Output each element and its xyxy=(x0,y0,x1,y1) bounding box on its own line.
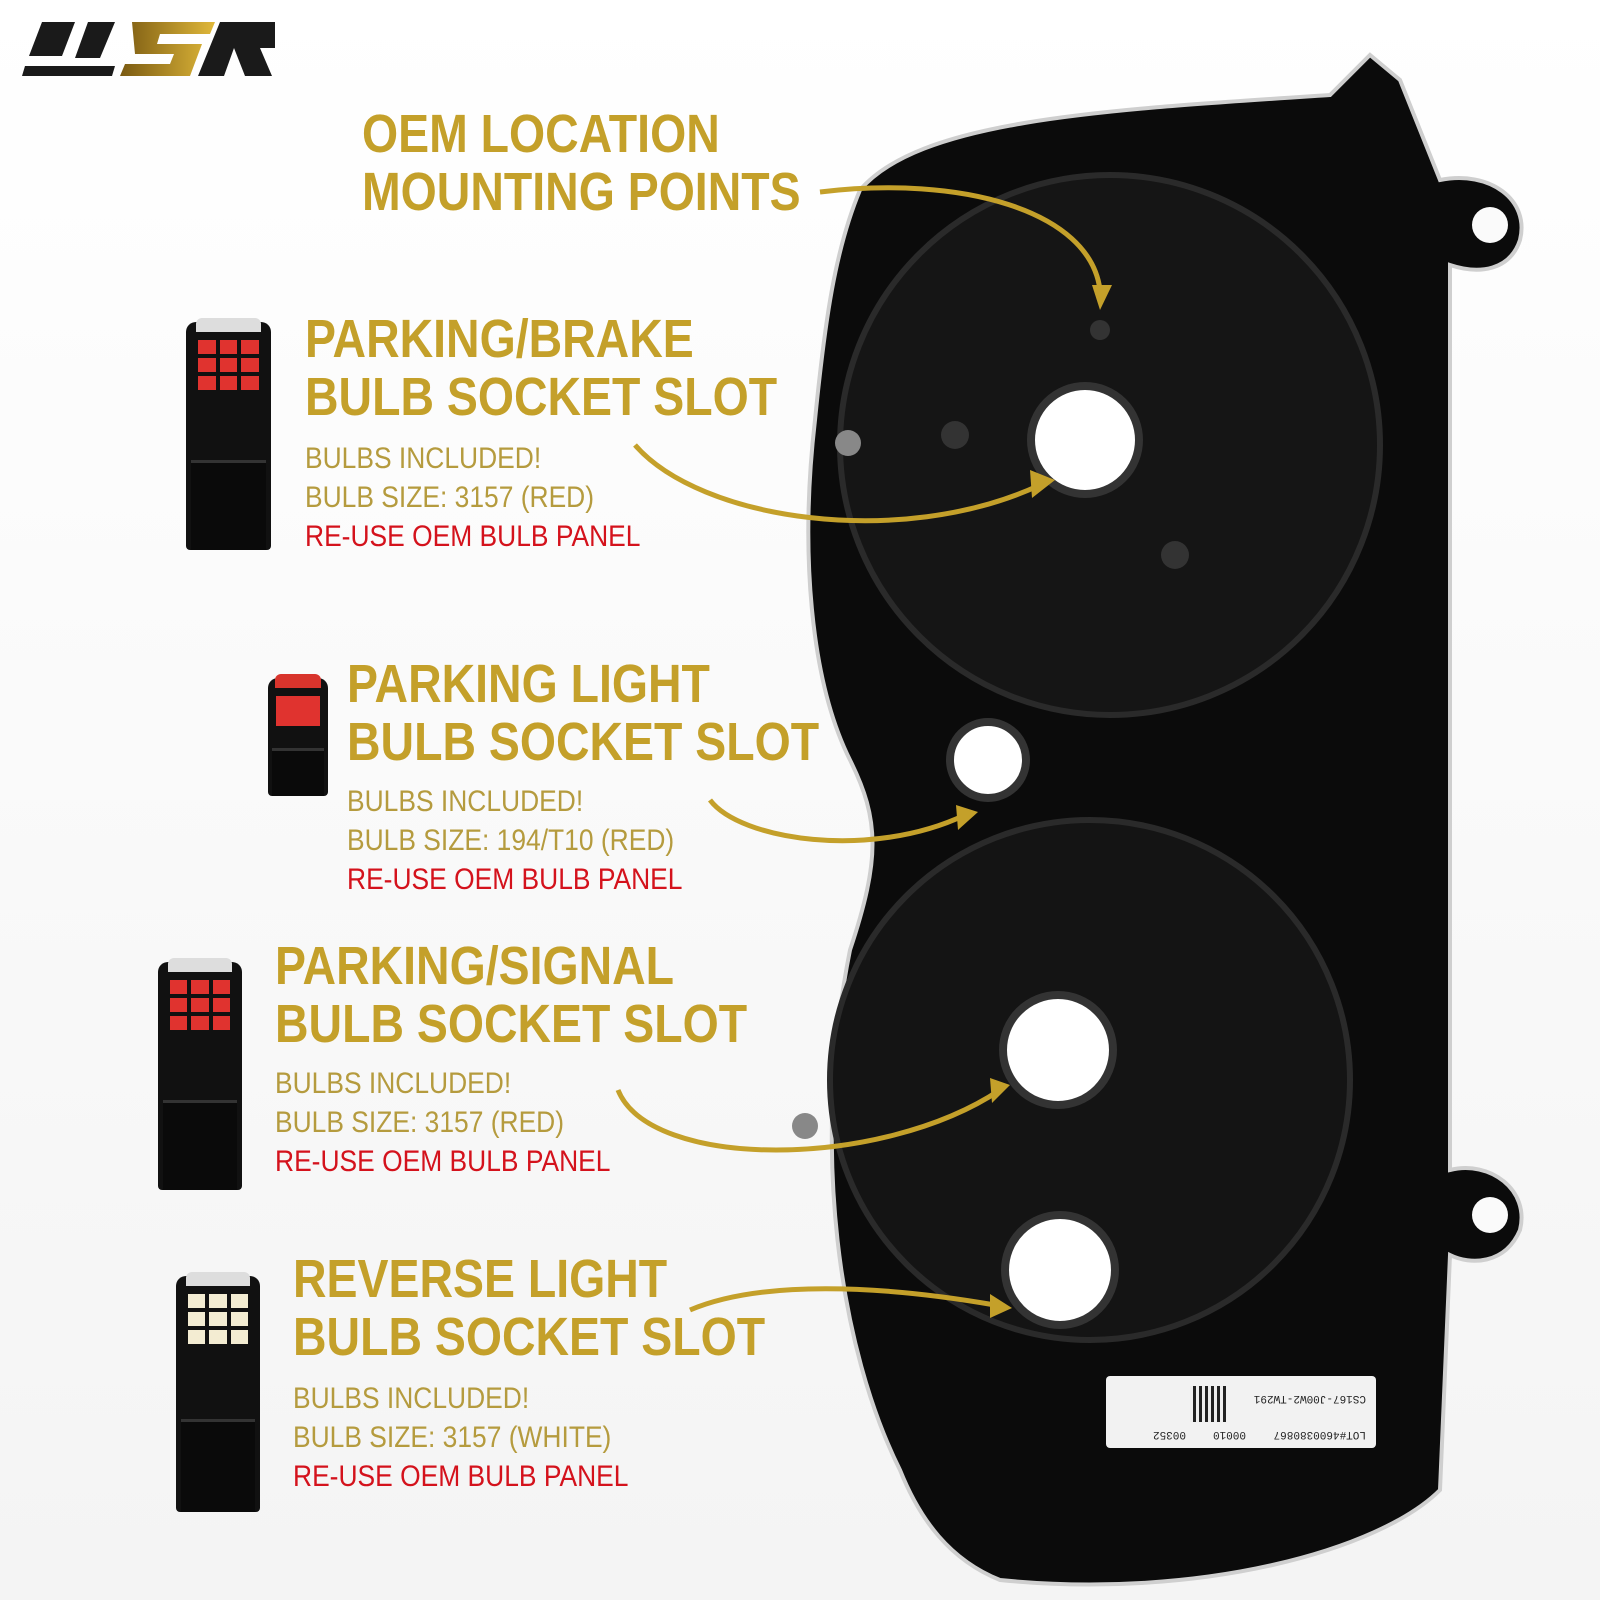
label-code: 00010 xyxy=(1212,1428,1246,1440)
parking-brake-details: BULBS INCLUDED!BULB SIZE: 3157 (RED)RE-U… xyxy=(305,442,641,553)
part-label-sticker: LOT#4600380867 00010 00352 CS167-J00W2-T… xyxy=(1106,1376,1376,1448)
bulb-3157-red-icon xyxy=(186,318,271,550)
bulb-3157-red-icon xyxy=(158,958,242,1190)
lot-number: LOT#4600380867 xyxy=(1273,1428,1366,1440)
label-code: 00352 xyxy=(1152,1428,1186,1440)
reverse-socket xyxy=(1001,1211,1119,1329)
bulb-3157-white-icon xyxy=(176,1272,260,1512)
parking-light-details: BULBS INCLUDED!BULB SIZE: 194/T10 (RED)R… xyxy=(347,785,683,896)
reverse-light-details: BULBS INCLUDED!BULB SIZE: 3157 (WHITE)RE… xyxy=(293,1382,629,1493)
callout-arrows xyxy=(615,185,1103,1313)
parking-signal-socket xyxy=(999,991,1117,1109)
bulb-194-red-icon xyxy=(268,674,328,796)
part-number: CS167-J00W2-TW291 xyxy=(1253,1392,1366,1404)
parking-brake-socket xyxy=(1027,382,1143,498)
parking-light-socket xyxy=(946,718,1030,802)
usr-logo xyxy=(22,22,275,76)
parking-signal-details: BULBS INCLUDED!BULB SIZE: 3157 (RED)RE-U… xyxy=(275,1067,611,1178)
qr-code xyxy=(1190,1386,1226,1422)
